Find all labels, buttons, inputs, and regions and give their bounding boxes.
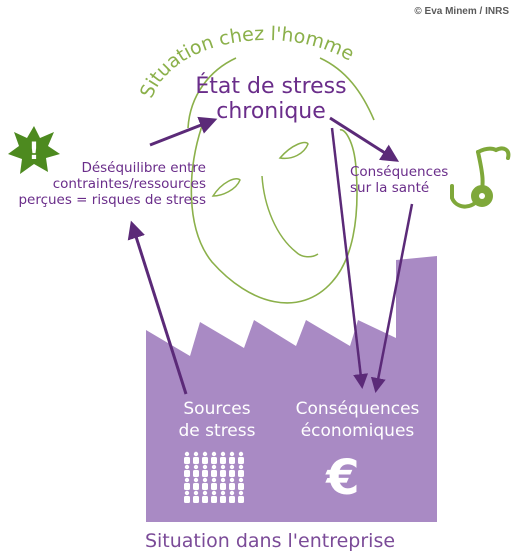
stress-chronique-label: État de stress chronique <box>195 74 347 124</box>
stethoscope-icon <box>450 146 511 209</box>
euro-icon: € <box>326 450 360 506</box>
arrow-sante-to-eco <box>370 203 414 393</box>
arrow-stress-to-sante <box>329 116 400 162</box>
consequences-sante-label: Conséquences sur la santé <box>350 164 449 196</box>
arrow-desequilibre-to-stress <box>149 116 218 147</box>
face-outline <box>190 119 358 304</box>
credit-label: © Eva Minem / INRS <box>414 6 509 17</box>
right-eye <box>278 141 309 160</box>
factory-shape <box>146 256 437 522</box>
left-eye <box>211 178 241 197</box>
arrow-sources-to-desequilibre <box>127 220 188 395</box>
consequences-eco-label: Conséquences économiques <box>295 399 420 441</box>
desequilibre-label: Déséquilibre entre contraintes/ressource… <box>18 160 206 208</box>
people-group-icon <box>184 451 244 503</box>
warning-burst-icon: ! <box>8 126 60 174</box>
sources-stress-label: Sources de stress <box>178 399 256 441</box>
svg-text:!: ! <box>29 137 40 165</box>
arrow-stress-to-eco <box>330 127 369 389</box>
face-top-curve <box>187 57 375 129</box>
nose-line <box>261 175 319 258</box>
bottom-label: Situation dans l'entreprise <box>144 530 396 552</box>
